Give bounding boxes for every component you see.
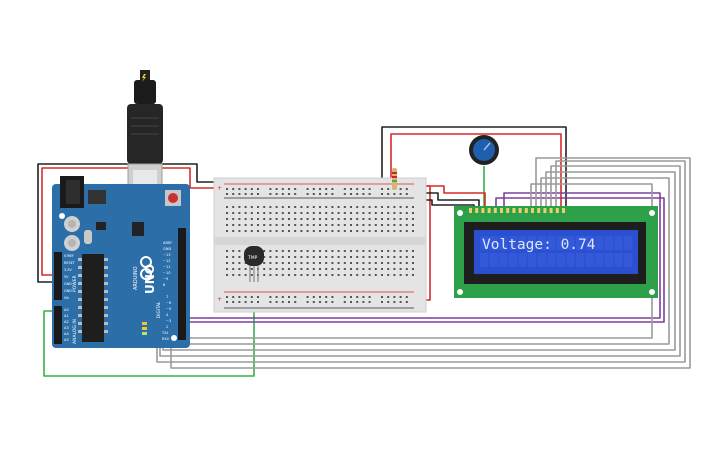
pin-label-ioref: IOREF	[64, 254, 74, 258]
lcd-module[interactable]: Voltage: 0.74	[454, 206, 658, 298]
arduino-uno-board[interactable]: POWER IOREF RESET 3.3V 5V GND GND Vin AN…	[52, 176, 190, 348]
pin-label-vin: Vin	[64, 296, 69, 300]
arduino-brand-text: ARDUINO	[133, 266, 139, 290]
pin-label-reset: RESET	[64, 261, 76, 265]
pin-label-5v: 5V	[64, 275, 69, 279]
arduino-infinity-logo-icon	[140, 256, 152, 280]
analog-pin-labels: A0 A1 A2 A3 A4 A5	[64, 308, 69, 342]
wire-pot-black[interactable]	[381, 126, 567, 210]
power-header-label: POWER	[72, 275, 78, 292]
lcd-character-cells	[480, 236, 633, 267]
pin-label-a3: A3	[64, 326, 69, 330]
lcd-header-pins	[469, 208, 565, 213]
wire-gnd-black[interactable]	[37, 163, 228, 283]
pin-label-gnd-2: GND	[64, 289, 72, 293]
pin-label-rx: RX0	[162, 337, 169, 341]
pin-label-5: ~5	[166, 307, 171, 311]
pin-label-11: ~11	[163, 265, 171, 269]
lcd-text: Voltage: 0.74	[482, 237, 596, 253]
breadboard-holes	[226, 188, 414, 303]
pin-label-aref: AREF	[163, 241, 172, 245]
pin-label-7: 7	[166, 295, 168, 299]
pin-label-8: 8	[163, 283, 166, 287]
pin-label-3: ~3	[166, 319, 171, 323]
digital-pin-labels-top: AREF GND ~13 ~12 ~11 ~10 ~9 8	[163, 241, 172, 287]
temperature-sensor[interactable]: TMP	[244, 246, 264, 282]
pin-label-a0: A0	[64, 308, 69, 312]
uno-logo-text: UNO	[143, 264, 157, 294]
power-pin-labels: IOREF RESET 3.3V 5V GND GND Vin	[64, 254, 76, 300]
pin-label-13: ~13	[163, 253, 171, 257]
pin-label-9: ~9	[163, 277, 169, 281]
pin-label-4: 4	[166, 313, 169, 317]
pin-label-a5: A5	[64, 338, 69, 342]
pin-label-6: ~6	[166, 301, 172, 305]
pin-label-gnd-d: GND	[163, 247, 171, 251]
pin-label-12: ~12	[163, 259, 171, 263]
pin-label-a4: A4	[64, 332, 69, 336]
digital-pin-labels-bottom: 7 ~6 ~5 4 ~3 2 TX1 RX0	[161, 295, 172, 341]
pin-label-a2: A2	[64, 320, 69, 324]
pin-label-tx: TX1	[161, 331, 169, 335]
pin-label-a1: A1	[64, 314, 69, 318]
potentiometer[interactable]	[469, 135, 499, 165]
resistor[interactable]	[392, 168, 397, 190]
atmega-chip	[82, 254, 104, 342]
pin-label-3v3: 3.3V	[64, 268, 72, 272]
pin-label-10: ~10	[163, 271, 171, 275]
wire-5v-red[interactable]	[41, 167, 228, 276]
rail-plus-icon-bottom: +	[217, 296, 222, 303]
sensor-label: TMP	[247, 255, 258, 261]
digital-header-label: DIGITAL	[156, 301, 161, 318]
pin-label-2: 2	[166, 325, 168, 329]
rail-plus-icon: +	[217, 185, 222, 192]
wire-lcd-red[interactable]	[405, 185, 486, 210]
breadboard[interactable]: + +	[213, 177, 427, 313]
usb-plug-icon	[142, 74, 146, 82]
analog-header-label: ANALOG IN	[72, 319, 78, 344]
pin-label-gnd-1: GND	[64, 282, 72, 286]
